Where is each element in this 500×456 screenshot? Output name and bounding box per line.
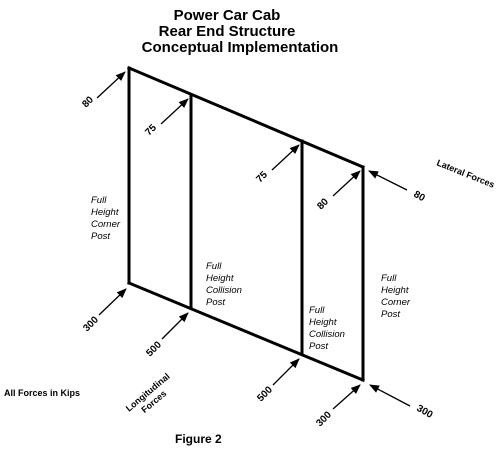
force-right-lateral: 80: [412, 189, 428, 204]
force-right-corner-top: 80: [315, 196, 331, 212]
arrow-bottom-left-longitudinal: [98, 288, 127, 316]
arrow-right-collision-top: [271, 144, 300, 171]
force-right-collision-bottom: 500: [255, 384, 275, 404]
arrow-top-left-lateral: [96, 71, 126, 99]
force-arrows: [96, 71, 411, 410]
top-frame-edge: [127, 66, 365, 169]
force-left-collision-top: 75: [143, 122, 159, 138]
title-line-3: Conceptual Implementation: [142, 39, 339, 56]
arrow-right-collision-bottom: [272, 358, 300, 386]
figure-caption: Figure 2: [175, 432, 222, 446]
force-left-collision-bottom: 500: [144, 339, 164, 359]
title-line-2: Rear End Structure: [159, 23, 296, 40]
arrow-right-corner-top: [332, 170, 361, 197]
lateral-forces-label: Lateral Forces: [435, 158, 496, 190]
force-right-collision-top: 75: [254, 169, 270, 185]
force-top-left-lateral: 80: [80, 94, 96, 110]
force-values: 80 75 75 80 80 300 500 500 300 300: [80, 94, 434, 429]
longitudinal-forces-label: Longitudinal Forces: [124, 370, 181, 422]
force-bottom-left-longitudinal: 300: [81, 314, 101, 334]
bottom-frame-edge: [127, 281, 365, 382]
arrow-left-collision-top: [160, 98, 189, 125]
arrow-right-lateral: [368, 170, 408, 191]
units-note: All Forces in Kips: [4, 388, 80, 398]
label-right-collision-post: Full Height Collision Post: [309, 305, 348, 352]
arrow-bottom-right-lateral: [369, 384, 411, 407]
label-left-collision-post: Full Height Collision Post: [206, 261, 245, 308]
title-line-1: Power Car Cab: [174, 7, 281, 24]
arrow-bottom-right-longitudinal: [332, 384, 361, 410]
force-bottom-right-lateral: 300: [415, 403, 435, 421]
label-left-corner-post: Full Height Corner Post: [91, 195, 123, 242]
force-bottom-right-longitudinal: 300: [314, 409, 334, 429]
arrow-left-collision-bottom: [161, 312, 189, 340]
rear-end-frame: [127, 66, 365, 382]
label-right-corner-post: Full Height Corner Post: [381, 273, 413, 320]
